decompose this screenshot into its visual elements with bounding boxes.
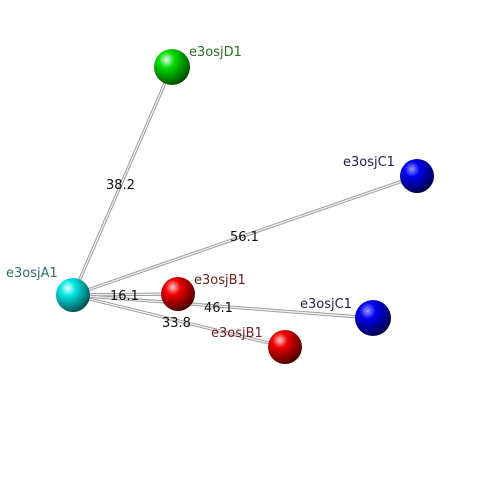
distance-label: 56.1 <box>230 230 259 245</box>
atom-sphere-A1[interactable] <box>56 278 90 312</box>
atom-sphere-C1a[interactable] <box>400 159 434 193</box>
atom-sphere-D1[interactable] <box>154 49 190 85</box>
distance-line-A1-D1 <box>71 65 174 297</box>
distance-label: 46.1 <box>204 301 233 316</box>
distance-labels: 38.2 56.1 16.1 46.1 33.8 <box>106 178 259 331</box>
distance-label: 38.2 <box>106 178 135 193</box>
atom-label-D1: e3osjD1 <box>189 45 242 60</box>
distance-line-A1-C1b <box>71 293 375 320</box>
atom-label-B1b: e3osjB1 <box>211 326 263 341</box>
atom-labels: e3osjA1 e3osjD1 e3osjC1 e3osjB1 e3osjC1 e3osj… <box>6 45 395 341</box>
distance-lines <box>71 65 419 349</box>
atom-sphere-B1b[interactable] <box>268 330 302 364</box>
atom-label-A1: e3osjA1 <box>6 266 58 281</box>
distance-line-A1-C1a <box>71 174 419 297</box>
distance-label: 16.1 <box>110 289 139 304</box>
atom-sphere-C1b[interactable] <box>355 300 391 336</box>
atom-sphere-B1a[interactable] <box>161 277 195 311</box>
distance-label: 33.8 <box>162 316 191 331</box>
atoms <box>56 49 434 364</box>
distance-line-A1-B1b <box>71 293 287 349</box>
atom-label-B1a: e3osjB1 <box>194 273 246 288</box>
atom-label-C1a: e3osjC1 <box>343 155 395 170</box>
atom-label-C1b: e3osjC1 <box>300 297 352 312</box>
